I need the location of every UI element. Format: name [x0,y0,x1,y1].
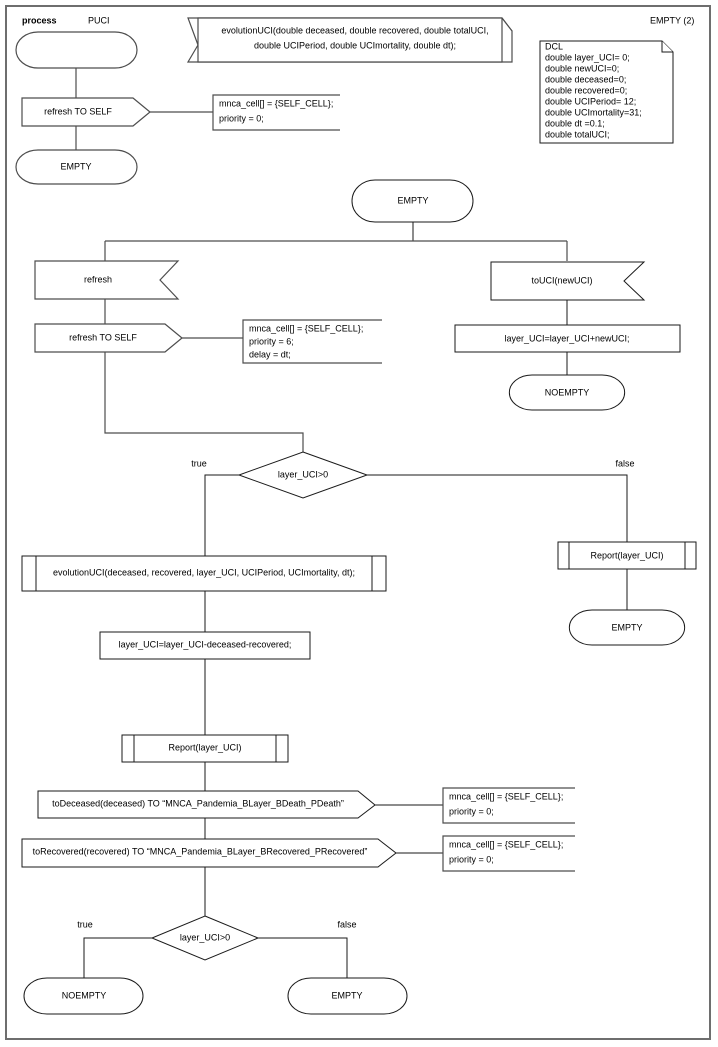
input-touci[interactable]: toUCI(newUCI) [490,261,646,301]
call-report-true-label: Report(layer_UCI) [168,742,241,752]
state-empty-main-label: EMPTY [397,195,428,205]
task-layer-add-label: layer_UCI=layer_UCI+newUCI; [504,333,629,343]
call-report-false[interactable]: Report(layer_UCI) [557,541,697,570]
state-empty-bottom-label: EMPTY [331,990,362,1000]
task-layer-subtract[interactable]: layer_UCI=layer_UCI-deceased-recovered; [99,631,311,660]
procedure-declaration-box: evolutionUCI(double deceased, double rec… [186,17,513,63]
connector-decision2-true [83,937,152,978]
state-empty-topleft[interactable]: EMPTY [15,149,138,185]
page-number-label: EMPTY (2) [650,15,694,25]
call-evolution-uci-label: evolutionUCI(deceased, recovered, layer_… [53,567,355,577]
comment-1-line-1: priority = 0; [219,113,264,123]
call-evolution-uci[interactable]: evolutionUCI(deceased, recovered, layer_… [21,555,387,592]
connector-left-to-decision1 [104,352,304,452]
comment-deceased-line-1: priority = 0; [449,806,494,816]
start-state-symbol[interactable] [15,31,138,69]
dcl-title: DCL [545,41,563,51]
decision-2-condition: layer_UCI>0 [180,932,230,942]
output-refresh-to-self-top[interactable]: refresh TO SELF [21,97,151,127]
connector-decision1-false [367,474,628,542]
comment-deceased-line-0: mnca_cell[] = {SELF_CELL}; [449,791,563,801]
connector-decision1-true [204,474,239,556]
call-report-false-label: Report(layer_UCI) [590,550,663,560]
dcl-line-4: double UCIPeriod= 12; [545,96,636,106]
input-refresh[interactable]: refresh [34,260,180,300]
process-keyword-label: process [22,15,57,25]
dcl-line-5: double UCImortality=31; [545,107,642,117]
decision-2-true-label: true [77,919,93,929]
comment-recovered-line-1: priority = 0; [449,854,494,864]
call-report-true[interactable]: Report(layer_UCI) [121,734,289,763]
state-empty-bottom[interactable]: EMPTY [287,977,408,1015]
process-name-label: PUCI [88,15,110,25]
output-to-deceased-label: toDeceased(deceased) TO “MNCA_Pandemia_B… [52,798,344,808]
dcl-line-0: double layer_UCI= 0; [545,52,630,62]
comment-box-recovered: mnca_cell[] = {SELF_CELL}; priority = 0; [442,835,575,872]
comment-box-2: mnca_cell[] = {SELF_CELL}; priority = 6;… [242,319,382,364]
state-empty-false-label: EMPTY [611,622,642,632]
state-noempty-bottom-label: NOEMPTY [62,990,107,1000]
decision-1-false-label: false [615,458,634,468]
comment-box-1: mnca_cell[] = {SELF_CELL}; priority = 0; [212,94,340,131]
dcl-line-1: double newUCI=0; [545,63,619,73]
dcl-line-3: double recovered=0; [545,85,627,95]
comment-2-line-0: mnca_cell[] = {SELF_CELL}; [249,323,363,333]
dcl-line-7: double totalUCI; [545,129,610,139]
comment-1-line-0: mnca_cell[] = {SELF_CELL}; [219,98,333,108]
procedure-decl-line1: evolutionUCI(double deceased, double rec… [221,25,488,35]
decision-1-true-label: true [191,458,207,468]
decision-layer-uci-2[interactable]: layer_UCI>0 [150,915,260,961]
task-layer-add[interactable]: layer_UCI=layer_UCI+newUCI; [454,324,681,353]
decision-2-false-label: false [337,919,356,929]
state-noempty-right[interactable]: NOEMPTY [508,374,626,411]
output-refresh-to-self-top-label: refresh TO SELF [44,106,112,116]
page-border [5,5,711,1040]
dcl-declaration-note: DCL double layer_UCI= 0; double newUCI=0… [539,40,674,144]
decision-layer-uci-1[interactable]: layer_UCI>0 [237,451,369,499]
state-empty-topleft-label: EMPTY [60,161,91,171]
comment-2-line-1: priority = 6; [249,336,294,346]
output-to-deceased[interactable]: toDeceased(deceased) TO “MNCA_Pandemia_B… [37,790,376,819]
dcl-line-6: double dt =0.1; [545,118,605,128]
comment-recovered-line-0: mnca_cell[] = {SELF_CELL}; [449,839,563,849]
task-layer-subtract-label: layer_UCI=layer_UCI-deceased-recovered; [119,639,292,649]
state-empty-main[interactable]: EMPTY [351,179,474,223]
input-refresh-label: refresh [84,274,112,284]
state-noempty-bottom[interactable]: NOEMPTY [23,977,144,1015]
dcl-line-2: double deceased=0; [545,74,626,84]
input-touci-label: toUCI(newUCI) [531,275,592,285]
comment-box-deceased: mnca_cell[] = {SELF_CELL}; priority = 0; [442,787,575,824]
connector-decision2-false [258,937,348,978]
state-noempty-right-label: NOEMPTY [545,387,590,397]
output-refresh-to-self-middle[interactable]: refresh TO SELF [34,323,183,353]
state-empty-false[interactable]: EMPTY [568,609,686,646]
decision-1-condition: layer_UCI>0 [278,469,328,479]
comment-2-line-2: delay = dt; [249,349,291,359]
output-refresh-to-self-middle-label: refresh TO SELF [69,332,137,342]
output-to-recovered-label: toRecovered(recovered) TO “MNCA_Pandemia… [33,846,368,856]
procedure-decl-line2: double UCIPeriod, double UCImortality, d… [254,40,456,50]
output-to-recovered[interactable]: toRecovered(recovered) TO “MNCA_Pandemia… [21,838,397,868]
